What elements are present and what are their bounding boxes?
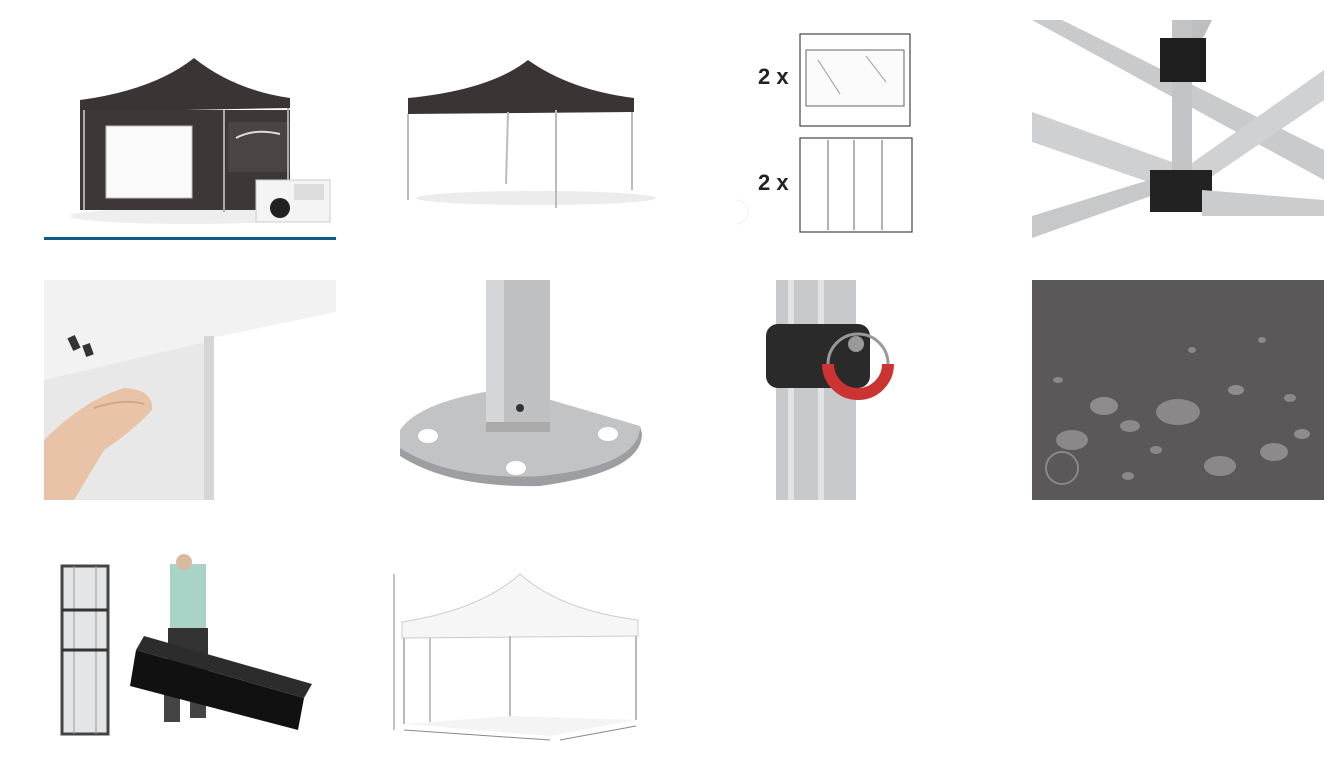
thumbnail-footplate[interactable] (390, 280, 682, 500)
window-wall-count-label: 2 x (758, 64, 789, 89)
thumbnail-tent-black-frame[interactable] (390, 20, 682, 240)
thumbnail-tent-black-sidewalls[interactable] (44, 20, 336, 240)
tent-black-sidewalls-icon (44, 20, 336, 240)
thumbnail-fabric-velcro[interactable] (44, 280, 336, 500)
thumbnail-water-droplets[interactable] (1032, 280, 1324, 500)
frame-joint-icon (1032, 20, 1324, 240)
water-droplets-icon (1032, 280, 1324, 500)
carry-bag-icon (44, 540, 336, 760)
thumbnail-sidewall-diagram[interactable]: 2 x 2 x (736, 20, 1028, 240)
fabric-velcro-icon (44, 280, 336, 500)
tent-black-frame-icon (390, 20, 682, 240)
plain-wall-count-label: 2 x (758, 170, 789, 195)
thumbnail-tent-white-dimensions[interactable] (390, 540, 682, 760)
thumbnail-carry-bag[interactable] (44, 540, 336, 760)
thumbnail-pole-ring[interactable] (736, 280, 1028, 500)
pole-ring-icon (736, 280, 1028, 500)
tent-white-dimensions-icon (390, 540, 682, 760)
footplate-icon (390, 280, 682, 500)
sidewall-diagram-icon: 2 x 2 x (736, 20, 1028, 240)
thumbnail-frame-joint[interactable] (1032, 20, 1324, 240)
